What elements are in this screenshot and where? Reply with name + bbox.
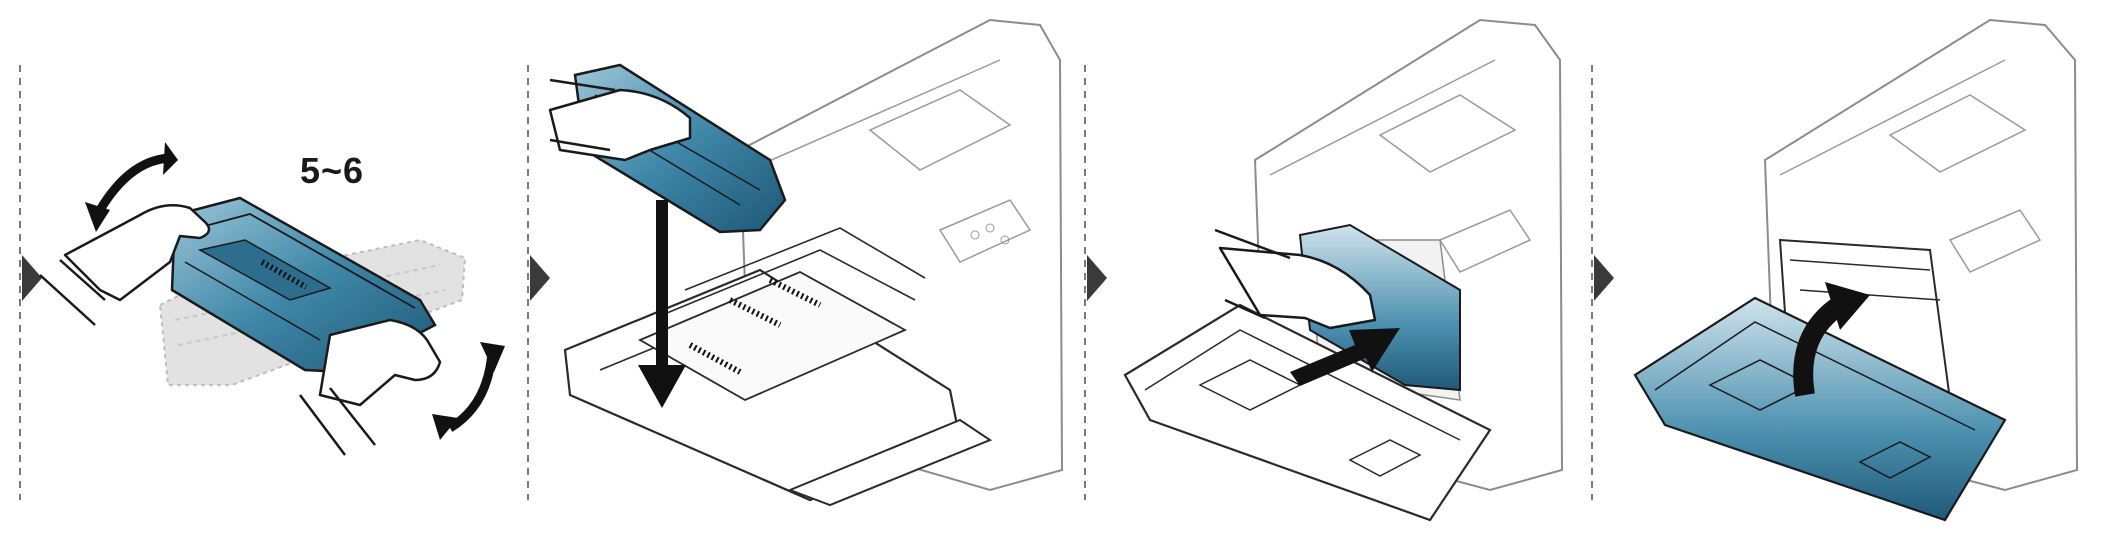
step-arrow-icon bbox=[1087, 255, 1107, 301]
push-arrow-icon bbox=[1290, 328, 1400, 386]
rotate-arrow-icon bbox=[480, 342, 505, 372]
rotate-arrow-icon bbox=[163, 142, 178, 175]
step-arrow-icon bbox=[1594, 255, 1614, 301]
step-insert-cartridge bbox=[548, 18, 1064, 507]
toner-cartridge bbox=[1298, 223, 1461, 392]
front-door bbox=[1633, 296, 2007, 522]
down-arrow-icon bbox=[656, 200, 668, 370]
right-hand bbox=[318, 318, 442, 407]
step-arrow-icon bbox=[530, 255, 550, 301]
close-arrow-icon bbox=[1793, 296, 1846, 397]
step-arrow-icon bbox=[22, 255, 42, 301]
rotate-arrow-icon bbox=[447, 351, 497, 432]
shake-count-label: 5~6 bbox=[300, 150, 365, 191]
rotate-arrow-icon bbox=[96, 153, 171, 213]
step-push-cartridge bbox=[1123, 18, 1564, 522]
rotate-arrow-icon bbox=[432, 414, 458, 440]
step-shake-cartridge bbox=[39, 142, 505, 456]
close-arrow-icon bbox=[1825, 282, 1870, 330]
step-close-door bbox=[1633, 18, 2079, 522]
hand bbox=[1218, 246, 1377, 330]
rotate-arrow-icon bbox=[85, 202, 110, 232]
left-hand bbox=[63, 203, 211, 302]
hand bbox=[548, 88, 692, 162]
down-arrow-icon bbox=[638, 365, 686, 408]
